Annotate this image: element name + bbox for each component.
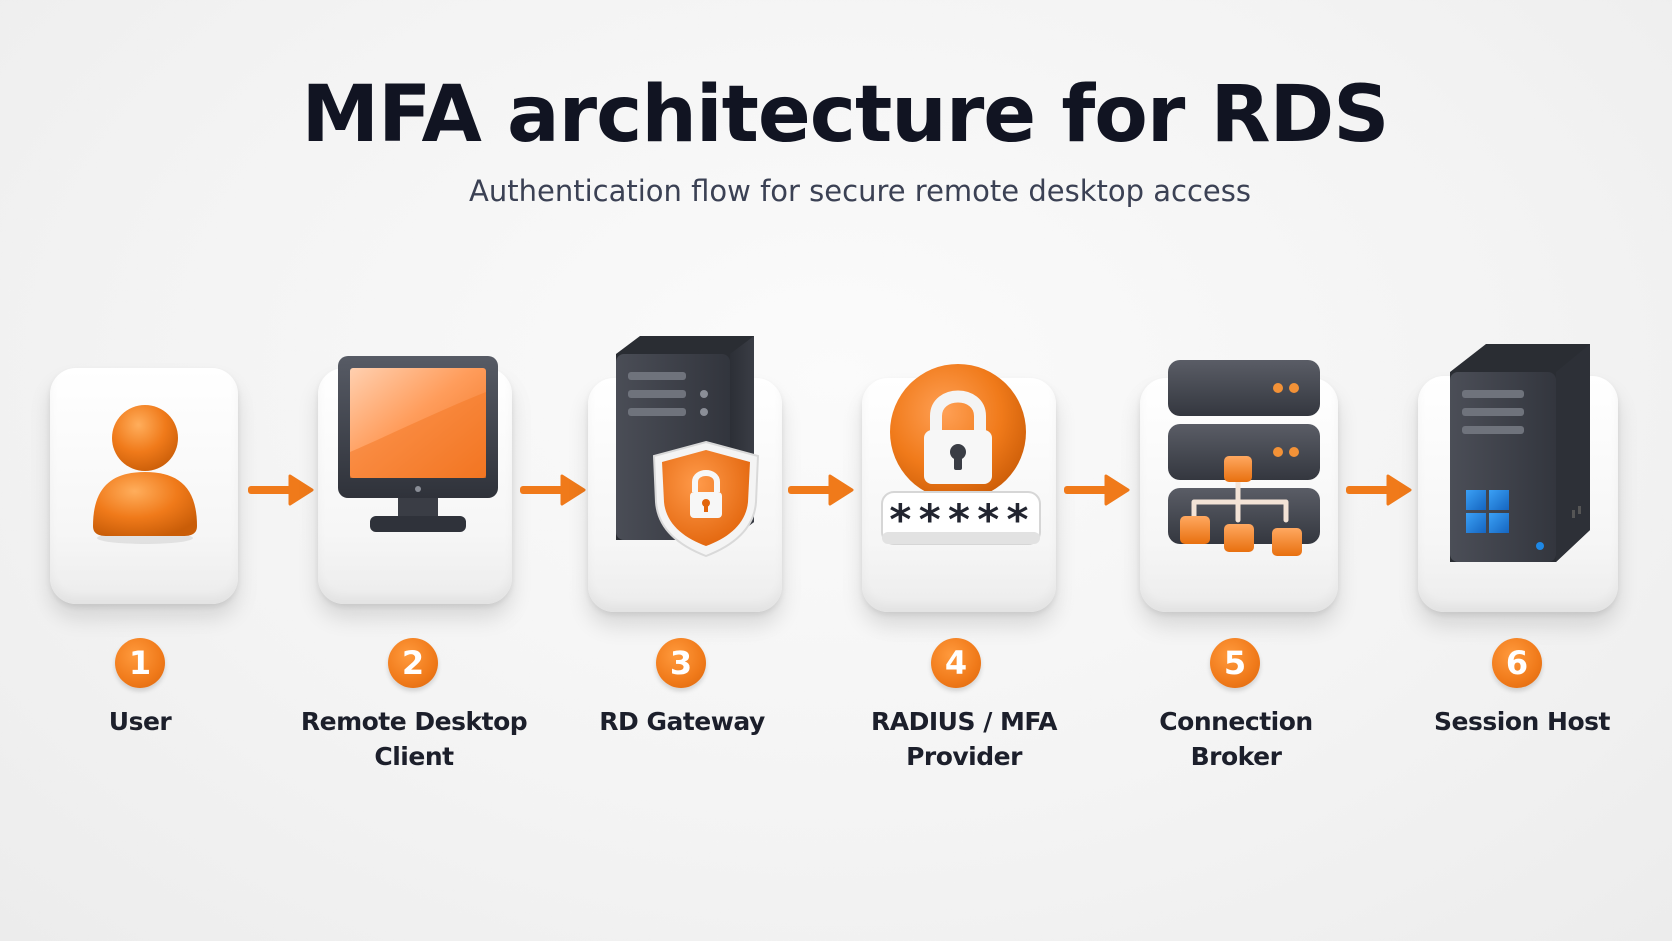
step-2-badge: 2 — [388, 638, 438, 688]
step-5-label: Connection Broker — [1159, 707, 1313, 771]
step-1-badge: 1 — [115, 638, 165, 688]
step-6-badge: 6 — [1492, 638, 1542, 688]
step-1-label: User — [108, 707, 172, 736]
arrow-2-icon — [520, 474, 586, 506]
step-3-badge: 3 — [656, 638, 706, 688]
monitor-icon — [338, 356, 498, 532]
arrow-5-icon — [1346, 474, 1412, 506]
server-shield-icon — [616, 336, 760, 558]
step-4-label: RADIUS / MFA Provider — [871, 707, 1057, 771]
server-stack-network-icon — [1168, 360, 1320, 556]
page-title: MFA architecture for RDS — [301, 70, 1390, 160]
step-2-label: Remote Desktop Client — [300, 707, 528, 771]
page-subtitle: Authentication flow for secure remote de… — [469, 174, 1251, 208]
user-icon — [93, 405, 197, 544]
windows-server-icon — [1450, 344, 1590, 562]
arrow-3-icon — [788, 474, 854, 506]
step-5-badge: 5 — [1210, 638, 1260, 688]
arrow-1-icon — [248, 474, 314, 506]
lock-password-icon: ***** — [881, 364, 1041, 545]
step-6-label: Session Host — [1434, 707, 1610, 736]
step-4-badge: 4 — [931, 638, 981, 688]
arrow-4-icon — [1064, 474, 1130, 506]
password-mask: ***** — [888, 495, 1034, 544]
step-3-label: RD Gateway — [599, 707, 765, 736]
